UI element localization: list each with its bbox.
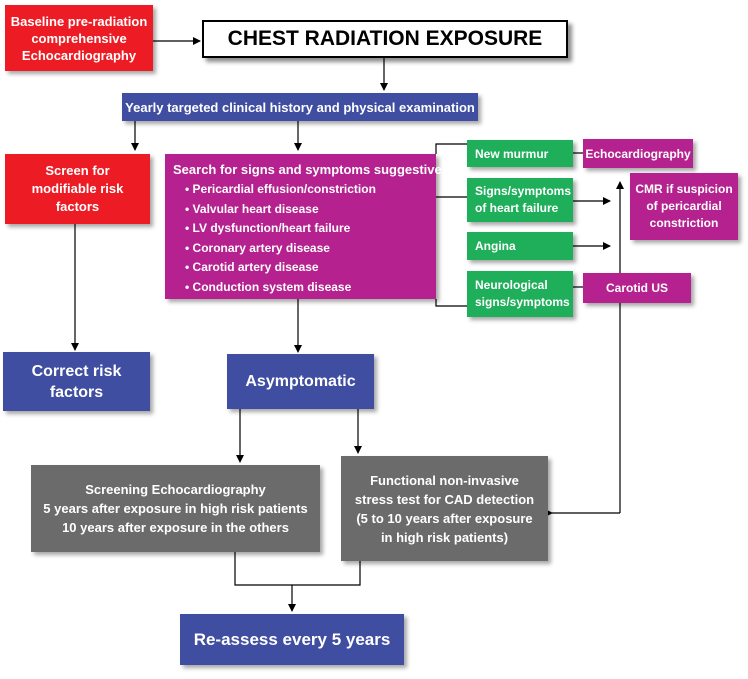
functional-line-2: stress test for CAD detection	[354, 491, 535, 507]
heart-failure-line-2: of heart failure	[475, 201, 559, 215]
carotid-us-box: Carotid US	[583, 273, 691, 303]
heart-failure-line-1: Signs/symptoms	[475, 184, 572, 198]
functional-line-4: in high risk patients)	[380, 529, 509, 545]
functional-line-3: (5 to 10 years after exposure	[356, 510, 533, 526]
echocardiography-test-box: Echocardiography	[583, 139, 693, 168]
angina-text: Angina	[475, 239, 516, 253]
symptom-list: Pericardial effusion/constriction Valvul…	[173, 180, 376, 297]
chest-radiation-exposure-title: CHEST RADIATION EXPOSURE	[202, 20, 568, 58]
baseline-line-2: comprehensive	[31, 30, 127, 46]
yearly-history-box: Yearly targeted clinical history and phy…	[122, 93, 478, 121]
yearly-text: Yearly targeted clinical history and phy…	[125, 99, 475, 115]
echo-test-text: Echocardiography	[585, 146, 691, 161]
screening-echocardiography-box: Screening Echocardiography 5 years after…	[31, 465, 320, 552]
neuro-line-1: Neurological	[475, 278, 548, 292]
reassess-text: Re-assess every 5 years	[193, 629, 391, 649]
screening-echo-line-2: 5 years after exposure in high risk pati…	[43, 501, 308, 516]
list-item: Conduction system disease	[185, 278, 376, 298]
functional-line-1: Functional non-invasive	[370, 472, 519, 488]
screen-line-3: factors	[55, 199, 100, 214]
screening-echo-line-3: 10 years after exposure in the others	[62, 520, 289, 535]
screen-line-2: modifiable risk	[31, 181, 124, 196]
list-item: Coronary artery disease	[185, 239, 376, 259]
angina-box: Angina	[467, 232, 573, 260]
cmr-line-2: of pericardial	[646, 199, 722, 213]
baseline-line-3: Echocardiography	[21, 47, 137, 63]
neurological-box: Neurological signs/symptoms	[467, 271, 573, 317]
baseline-line-1: Baseline pre-radiation	[10, 13, 148, 29]
cmr-line-3: constriction	[649, 216, 719, 230]
neuro-line-2: signs/symptoms	[475, 295, 570, 309]
screening-echo-line-1: Screening Echocardiography	[85, 482, 266, 497]
heart-failure-box: Signs/symptoms of heart failure	[467, 178, 573, 222]
search-heading: Search for signs and symptoms suggestive…	[173, 162, 462, 177]
new-murmur-box: New murmur	[467, 140, 573, 167]
cmr-line-1: CMR if suspicion	[635, 182, 733, 196]
correct-risk-factors-box: Correct risk factors	[3, 352, 150, 411]
cmr-box: CMR if suspicion of pericardial constric…	[630, 173, 738, 240]
screen-line-1: Screen for	[45, 163, 110, 178]
reassess-box: Re-assess every 5 years	[180, 614, 404, 665]
list-item: Pericardial effusion/constriction	[185, 180, 376, 200]
title-text: CHEST RADIATION EXPOSURE	[227, 27, 543, 50]
baseline-echocardiography-box: Baseline pre-radiation comprehensive Ech…	[5, 5, 153, 71]
functional-stress-test-box: Functional non-invasive stress test for …	[341, 456, 548, 561]
asymptomatic-box: Asymptomatic	[227, 354, 374, 409]
screen-risk-factors-box: Screen for modifiable risk factors	[5, 154, 150, 224]
new-murmur-text: New murmur	[475, 146, 549, 161]
carotid-us-text: Carotid US	[605, 281, 668, 295]
list-item: Carotid artery disease	[185, 258, 376, 278]
correct-risk-line-2: factors	[49, 383, 104, 401]
correct-risk-line-1: Correct risk	[31, 362, 122, 380]
asymptomatic-text: Asymptomatic	[245, 372, 356, 390]
list-item: LV dysfunction/heart failure	[185, 219, 376, 239]
list-item: Valvular heart disease	[185, 200, 376, 220]
search-signs-symptoms-box: Search for signs and symptoms suggestive…	[165, 154, 462, 299]
